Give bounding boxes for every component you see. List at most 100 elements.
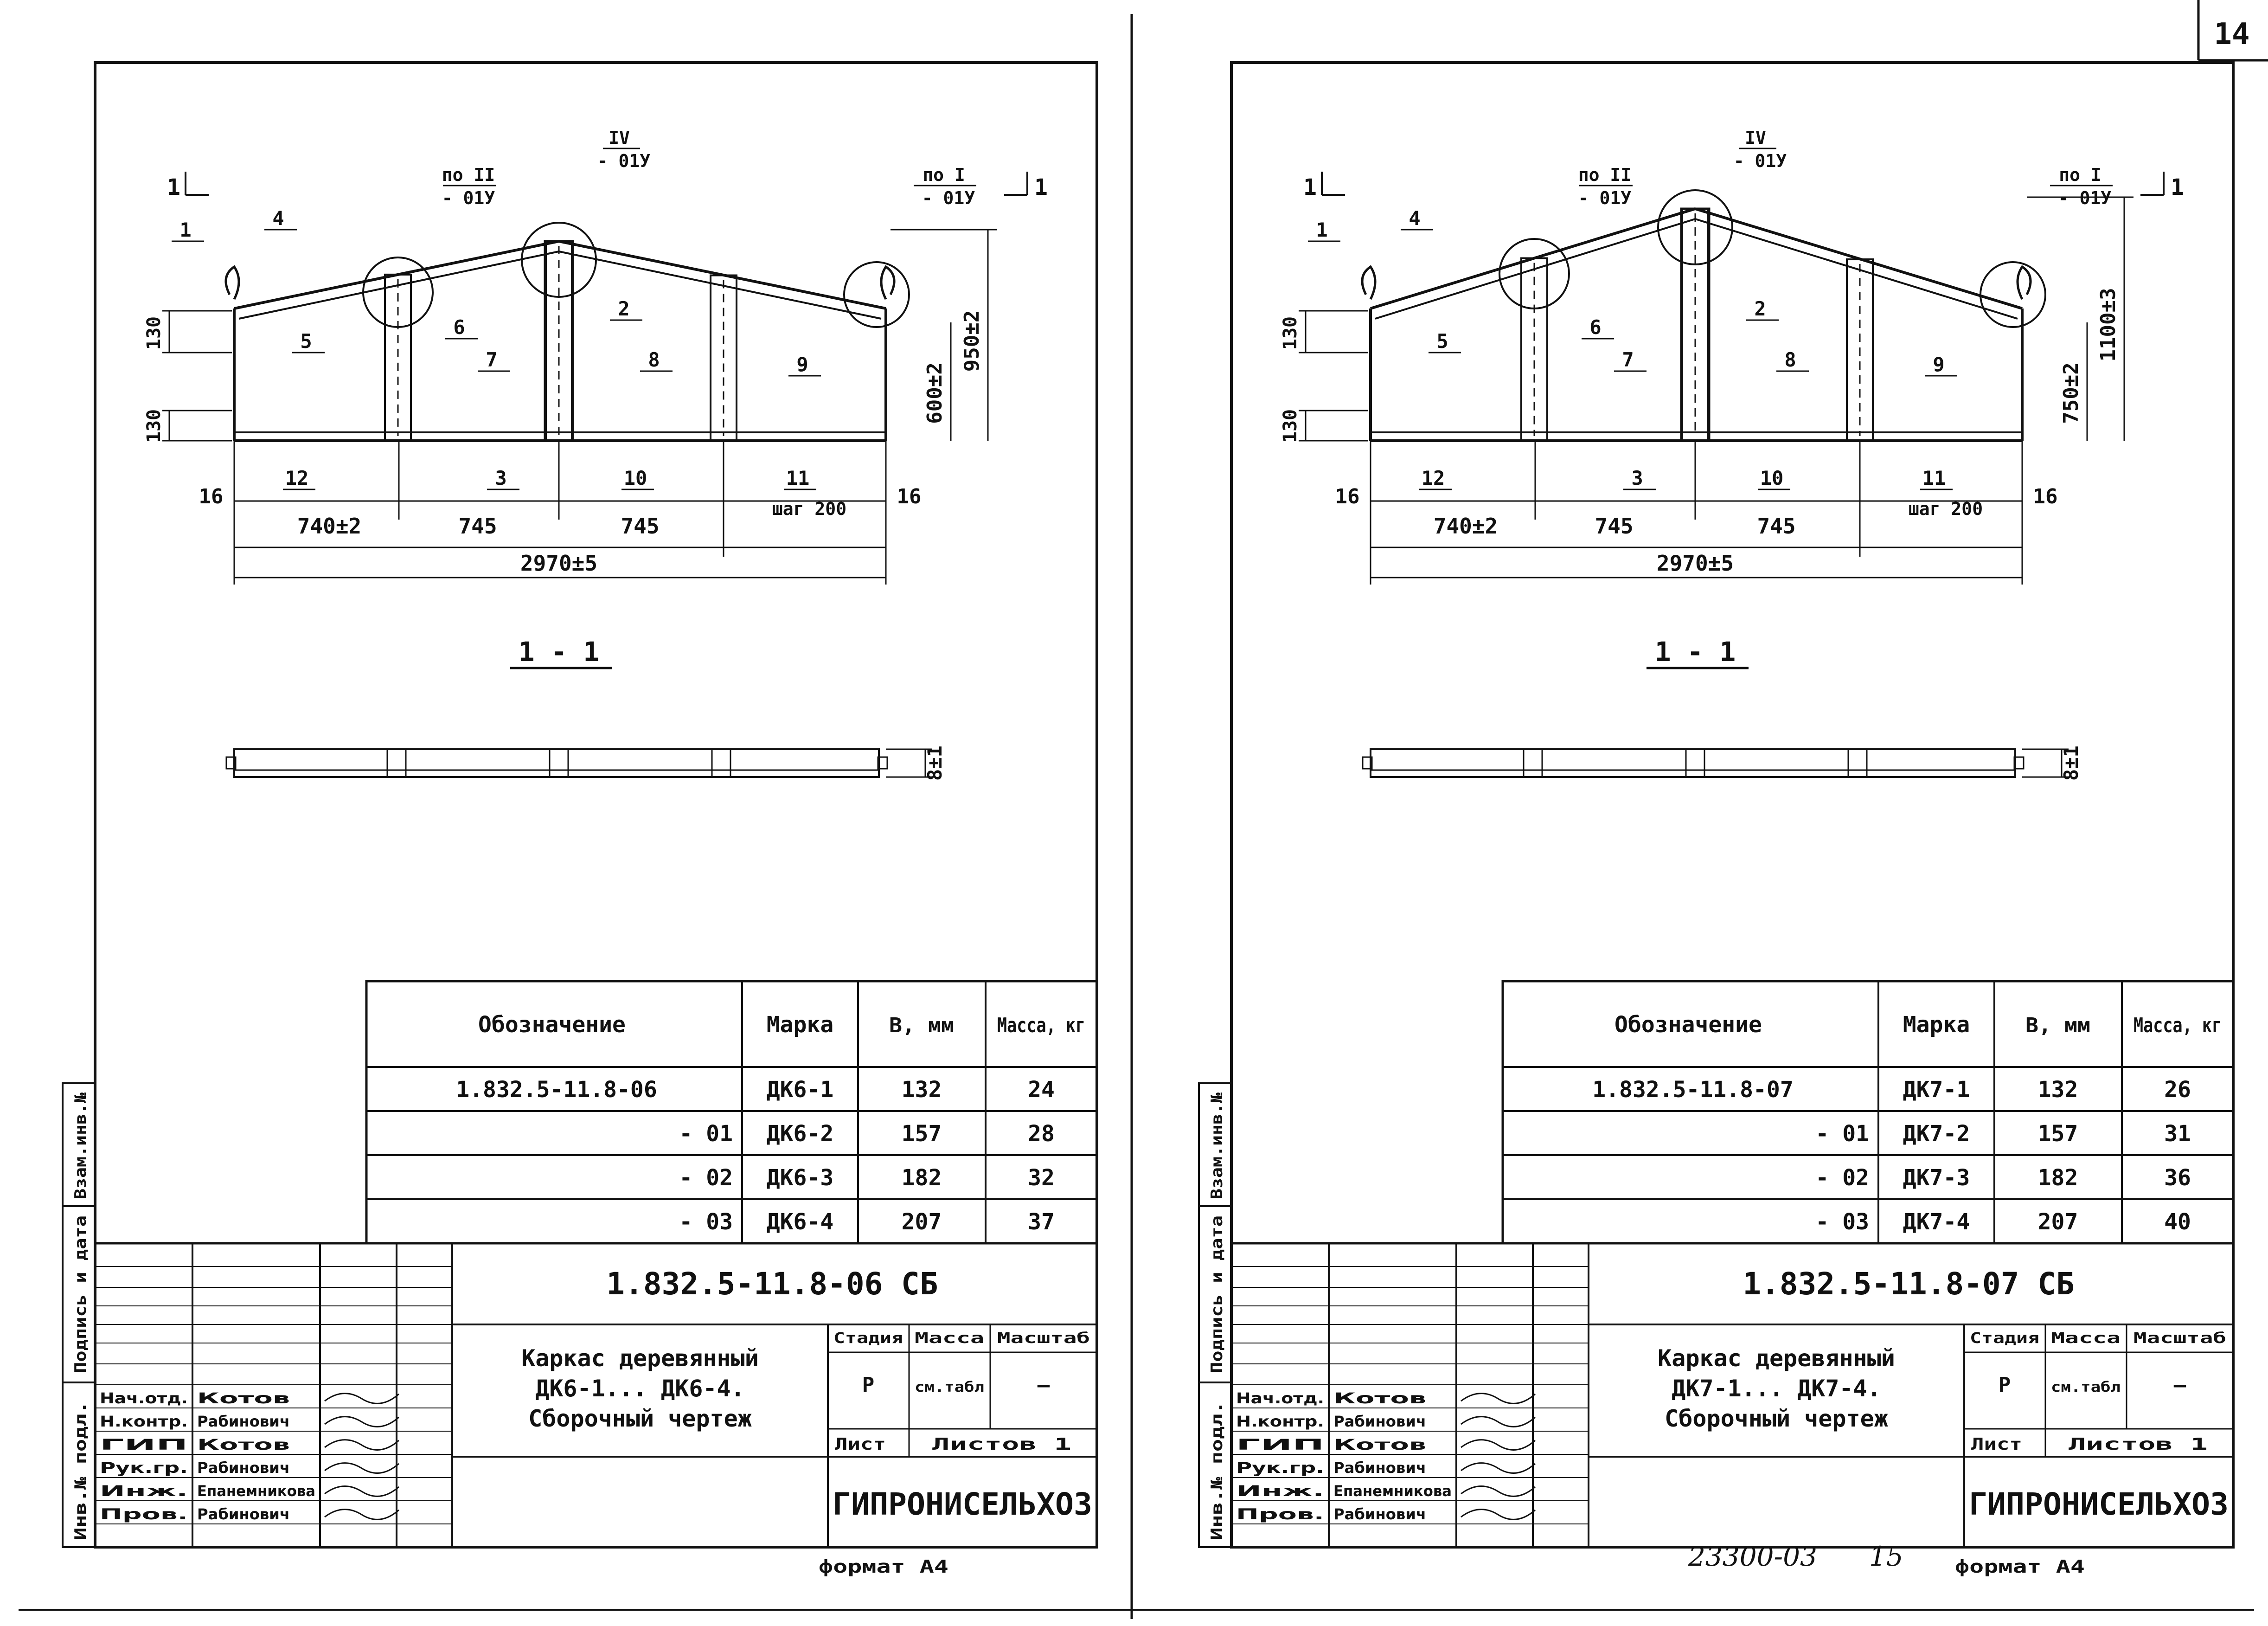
side-label-replace: Взам.инв.№ — [1208, 1092, 1226, 1199]
title-line-1: Каркас деревянный — [1658, 1345, 1895, 1372]
spec-header-mass: Масса, кг — [997, 1014, 1085, 1037]
spec-cell-designation: - 02 — [679, 1165, 733, 1191]
spec-cell-designation: - 02 — [1815, 1165, 1869, 1191]
dim-width-total: 2970±5 — [520, 551, 597, 576]
dim-height-total: 950±2 — [960, 310, 984, 372]
part-number: 3 — [495, 467, 506, 489]
stamp-name: Епанемникова — [197, 1482, 315, 1500]
top-chord-left-inner — [238, 251, 559, 320]
section-mark-right: 1 — [2171, 174, 2184, 200]
spec-cell-mark: ДК6-2 — [767, 1121, 834, 1147]
format-label: формат А4 — [1955, 1556, 2085, 1577]
part-number: 9 — [796, 353, 808, 376]
hook-left — [1361, 265, 1377, 300]
spec-header-designation: Обозначение — [1615, 1012, 1762, 1038]
section-mark-left: 1 — [167, 174, 180, 200]
dim-end-left: 16 — [1335, 485, 1360, 508]
dim-height-total: 1100±3 — [2096, 288, 2120, 362]
side-label-signature: Подпись и дата — [71, 1215, 90, 1373]
callout-4-sub: - 01У — [597, 151, 651, 171]
signature — [324, 1462, 399, 1474]
stamp-role: Нач.отд. — [100, 1389, 188, 1407]
part-number: 4 — [272, 207, 284, 230]
stamp-scale: — — [1038, 1373, 1050, 1397]
side-label-inventory: Инв.№ подл. — [1208, 1401, 1226, 1540]
spec-header-b: В, мм — [889, 1014, 954, 1037]
part-number: 9 — [1933, 353, 1944, 376]
stamp-name: Епанемникова — [1333, 1482, 1452, 1500]
format-label: формат А4 — [819, 1556, 948, 1577]
spec-cell-mark: ДК7-1 — [1903, 1077, 1970, 1103]
vertical-post — [1520, 257, 1548, 442]
signature — [324, 1393, 399, 1404]
part-number: 6 — [453, 316, 465, 339]
stamp-sheet: Лист — [835, 1435, 886, 1454]
signature — [324, 1509, 399, 1520]
dim-width-total: 2970±5 — [1657, 551, 1734, 576]
title-block — [1230, 1242, 2235, 1549]
part-number: 11 — [1922, 467, 1946, 489]
stamp-name: Рабинович — [1333, 1459, 1426, 1477]
organization: ГИПРОНИСЕЛЬХОЗ — [1969, 1486, 2229, 1522]
section-end-tab — [225, 756, 237, 770]
dim-width-left: 740±2 — [1434, 514, 1498, 539]
part-number: 8 — [1784, 348, 1796, 371]
section-post — [1847, 748, 1868, 778]
signature — [324, 1416, 399, 1427]
detail-circle-1 — [1980, 261, 2046, 328]
part-number: 7 — [1622, 348, 1634, 371]
dim-edge-bottom: 130 — [143, 409, 165, 443]
callout-1-sub: - 01У — [2058, 188, 2112, 208]
stamp-role: Инж. — [1236, 1482, 1324, 1500]
stamp-sheets: Листов 1 — [2069, 1435, 2208, 1454]
spec-cell-b: 157 — [902, 1121, 942, 1147]
organization: ГИПРОНИСЕЛЬХОЗ — [833, 1486, 1092, 1522]
side-label-inventory: Инв.№ подл. — [71, 1401, 90, 1540]
stamp-stage: Р — [1999, 1373, 2011, 1397]
top-chord-right-inner — [1695, 218, 2018, 320]
section-post — [1685, 748, 1705, 778]
stamp-role: ГИП — [1236, 1436, 1324, 1453]
dim-edge-top: 130 — [1280, 316, 1301, 350]
part-number: 7 — [486, 348, 497, 371]
stamp-name: Котов — [1333, 1389, 1426, 1407]
part-number: 5 — [300, 330, 312, 353]
part-number: 10 — [624, 467, 647, 489]
stamp-name: Рабинович — [1333, 1413, 1426, 1430]
page-number: 14 — [2214, 17, 2249, 51]
detail-circle-1 — [843, 261, 910, 328]
dim-width-mid1: 745 — [1595, 514, 1633, 539]
spec-cell-b: 182 — [902, 1165, 942, 1191]
side-label-replace: Взам.инв.№ — [71, 1092, 90, 1199]
stamp-mass-header: Масса — [915, 1329, 984, 1347]
dim-width-mid1: 745 — [458, 514, 497, 539]
spec-header-b: В, мм — [2025, 1014, 2090, 1037]
stamp-stage-header: Стадия — [1970, 1329, 2039, 1347]
section-end-tab — [877, 756, 888, 770]
spec-cell-mark: ДК7-2 — [1903, 1121, 1970, 1147]
callout-2-sub: - 01У — [1578, 188, 1632, 208]
spec-cell-mass: 26 — [2164, 1077, 2191, 1103]
dim-width-mid2: 745 — [621, 514, 659, 539]
spec-header-mark: Марка — [767, 1012, 834, 1038]
dim-thickness: 8±1 — [923, 746, 946, 781]
section-end-tab — [2013, 756, 2025, 770]
section-end-tab — [1362, 756, 1373, 770]
spec-cell-mark: ДК6-3 — [767, 1165, 834, 1191]
part-number: 8 — [648, 348, 660, 371]
hook-left — [224, 265, 240, 300]
title-block — [94, 1242, 1098, 1549]
part-number: 12 — [1422, 467, 1445, 489]
stamp-role: ГИП — [100, 1436, 188, 1453]
spec-cell-b: 132 — [2038, 1077, 2078, 1103]
part-number: 10 — [1760, 467, 1784, 489]
stamp-mass: см.табл — [2051, 1379, 2121, 1395]
signature — [324, 1485, 399, 1497]
spec-cell-b: 207 — [2038, 1209, 2078, 1235]
dim-edge-bottom: 130 — [1280, 409, 1301, 443]
callout-1: по I — [2059, 165, 2101, 185]
part-number: 11 — [786, 467, 810, 489]
signature — [1461, 1509, 1536, 1520]
spec-cell-designation: - 01 — [679, 1121, 733, 1147]
vertical-post — [545, 240, 573, 442]
